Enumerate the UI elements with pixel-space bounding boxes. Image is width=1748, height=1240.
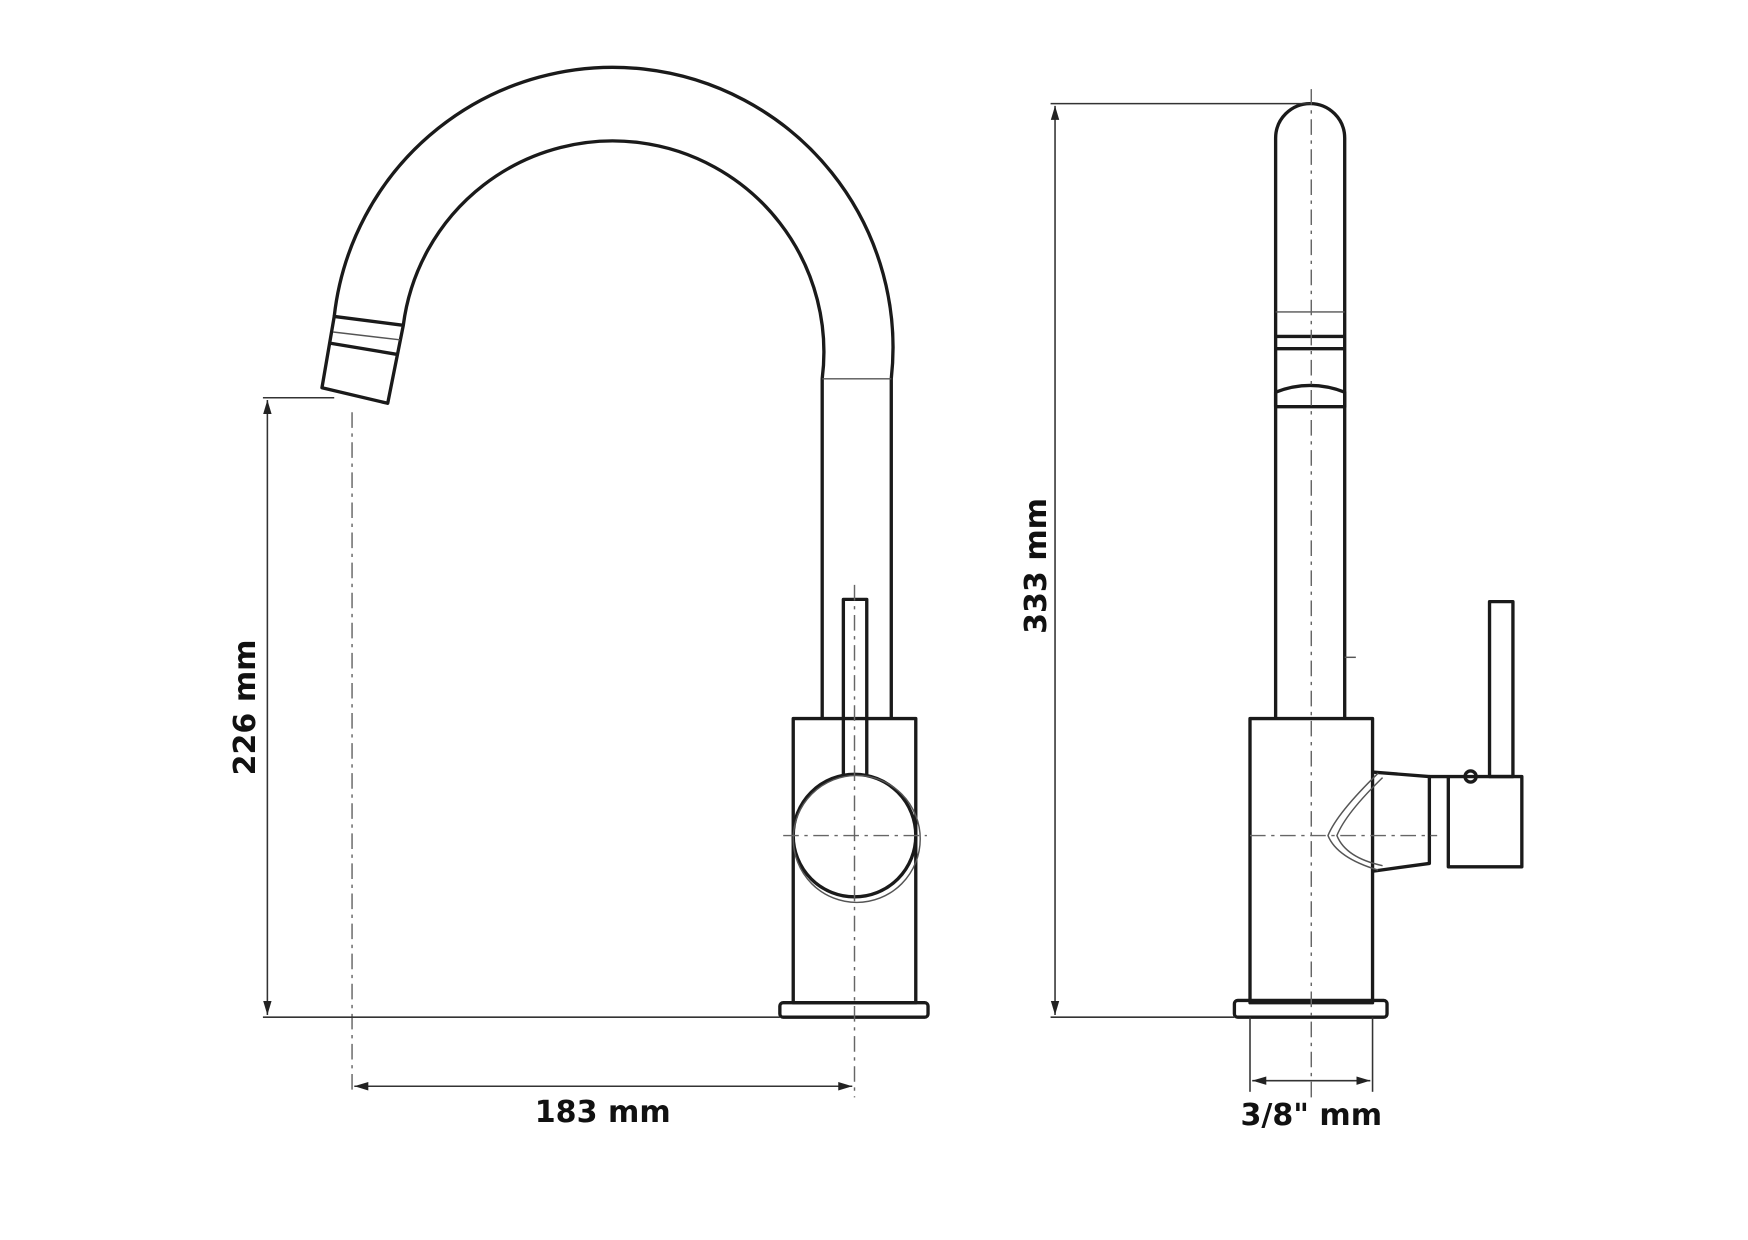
height-label: 226 mm (228, 639, 263, 775)
front-view: 226 mm 183 mm (228, 65, 930, 1130)
connection-dimension: 3/8" mm (1240, 1017, 1382, 1133)
height-dimension: 333 mm (1019, 102, 1312, 1018)
aerator-nozzle (320, 314, 405, 405)
spout-inner-arc (401, 139, 826, 719)
spout-tube (1273, 102, 1347, 719)
reach-dimension: 183 mm (354, 1082, 853, 1130)
handle-housing (1372, 770, 1432, 873)
spout-outer-arc (332, 65, 895, 719)
height-label: 333 mm (1019, 498, 1054, 634)
height-dimension: 226 mm (228, 396, 780, 1018)
lever-handle (1487, 599, 1515, 779)
handle-block (1429, 774, 1524, 869)
aerator-bands (1273, 311, 1347, 409)
side-view: 333 mm 3/8" mm (1019, 89, 1524, 1133)
reach-label: 183 mm (535, 1095, 671, 1130)
connection-label: 3/8" mm (1240, 1098, 1382, 1133)
